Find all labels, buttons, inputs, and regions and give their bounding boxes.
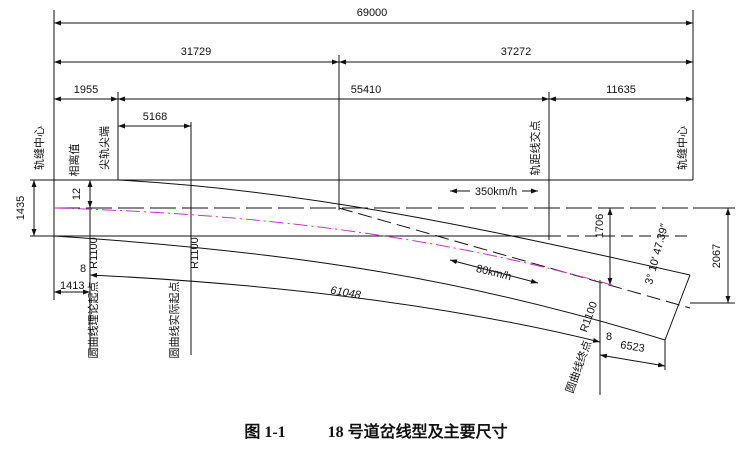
overall-dim: 69000 <box>357 7 388 19</box>
diverging-rail-inner <box>117 179 691 276</box>
last-seg-dim: 11635 <box>606 84 636 96</box>
offset-8-right: 8 <box>606 331 612 343</box>
middle-seg-dim: 55410 <box>351 84 382 96</box>
first-seg-dim: 1955 <box>74 84 98 96</box>
diverging-speed-label: 80km/h <box>475 263 513 283</box>
main-speed-bg <box>470 184 522 198</box>
tail-length-text: 6523 <box>619 339 645 355</box>
diverging-centerline <box>53 207 613 286</box>
switch-center-left-label: 轨缝中心 <box>32 126 46 170</box>
curve-theory-start-label: 圆曲线理论起点 <box>86 282 100 359</box>
curve-length-text: 61048 <box>329 284 362 301</box>
figure-number: 图 1-1 <box>244 424 286 441</box>
actual-tip-dim: 5168 <box>143 111 167 123</box>
main-speed-label: 350km/h <box>475 186 517 198</box>
gauge-cross-label: 轨距线交点 <box>528 121 542 176</box>
figure-title: 18 号道岔线型及主要尺寸 <box>327 424 508 441</box>
actual-tip-label: 尖轨尖端 <box>97 126 111 170</box>
gap-value-label: 相离值 <box>67 144 81 177</box>
rear-dim: 37272 <box>501 46 532 58</box>
diverging-rail-end <box>664 274 691 341</box>
left-offset-text: 1413 <box>60 280 84 292</box>
rail-gap-dim-text: 12 <box>71 188 83 200</box>
radius-left-label: R1100 <box>88 237 100 269</box>
gauge-dim: 1435 <box>15 196 27 220</box>
radius-right-label: R1100 <box>578 300 600 334</box>
switch-center-right-label: 轨缝中心 <box>675 126 689 170</box>
diverging-rail-outer <box>53 235 666 341</box>
figure-caption: 图 1-1 18 号道岔线型及主要尺寸 <box>0 418 752 442</box>
curve-end-label: 圆曲线终点 <box>562 338 594 394</box>
diverging-centerline-ext <box>338 207 691 309</box>
turnout-diagram: 69000 31729 37272 1955 55410 11635 5168 … <box>15 7 735 395</box>
curve-actual-start-label: 圆曲线实际起点 <box>167 282 181 359</box>
angle-label: 3° 10′ 47.39″ <box>643 222 671 285</box>
radius-mid-label: R1100 <box>189 237 201 269</box>
far-spacing-text: 2067 <box>711 244 723 268</box>
curve-length-dim <box>89 272 601 343</box>
front-dim: 31729 <box>181 46 212 58</box>
offset-8-left: 8 <box>80 263 86 275</box>
tail-length-dim <box>599 353 666 368</box>
end-spacing-text: 1706 <box>594 214 606 238</box>
diverging-speed-arrow <box>449 259 539 284</box>
